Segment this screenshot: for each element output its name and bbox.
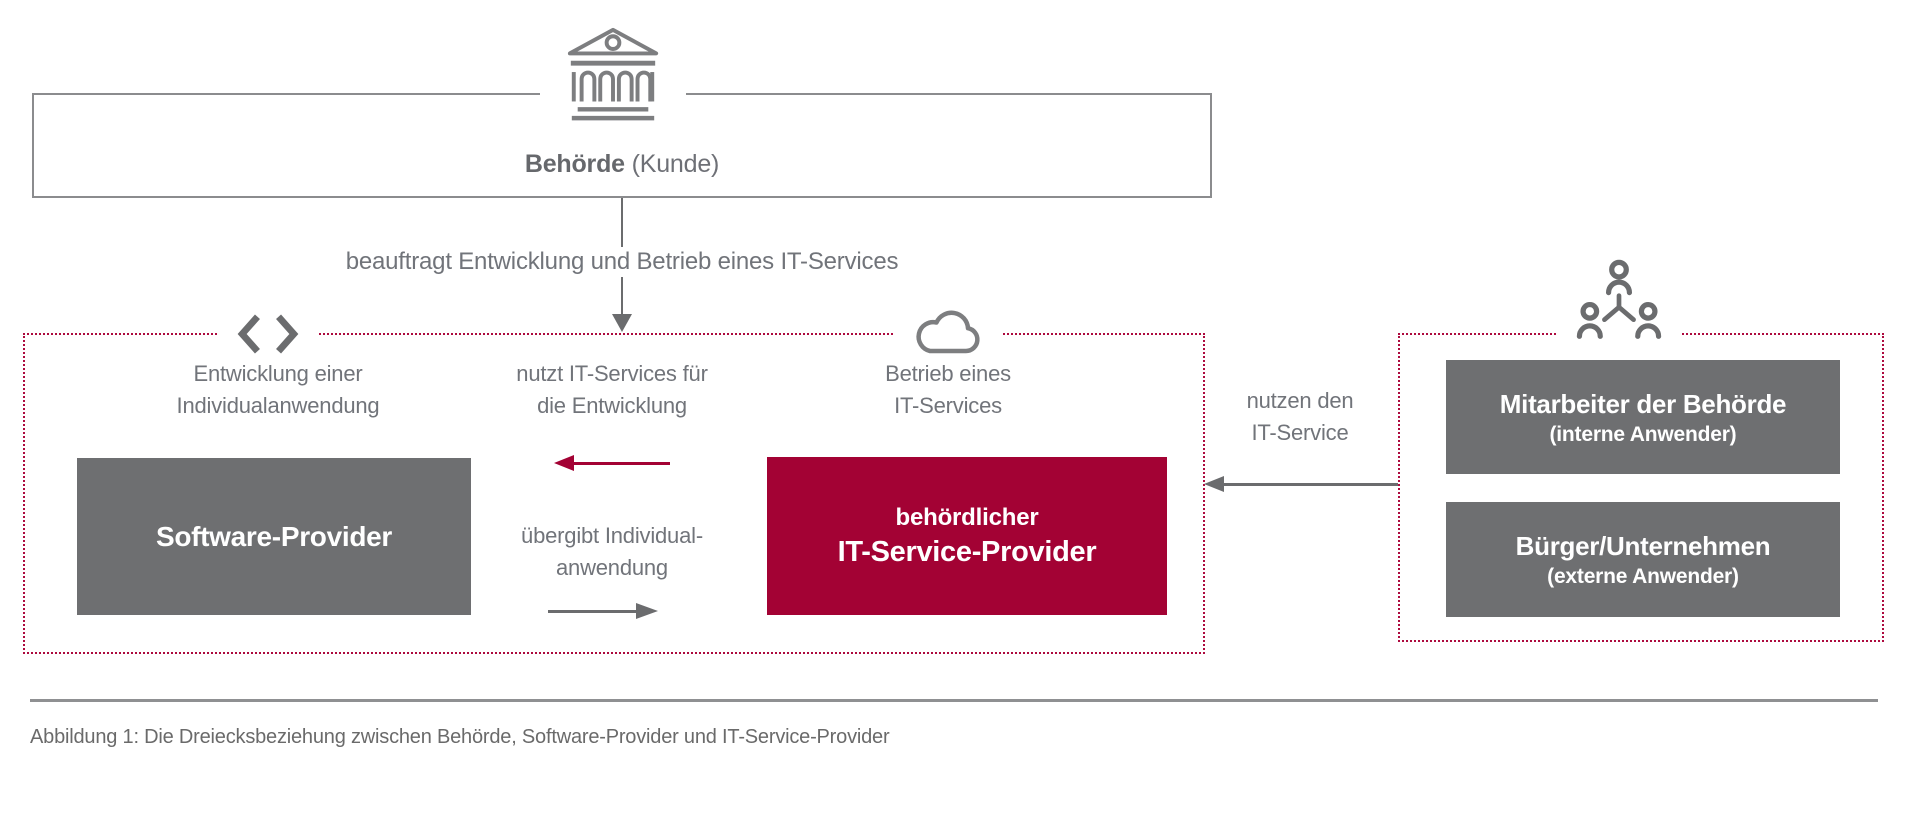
internal-users-label-line2: (interne Anwender) xyxy=(1549,422,1737,446)
customer-name: Behörde xyxy=(524,150,625,178)
mandate-arrowhead xyxy=(612,314,632,332)
handover-arrowhead xyxy=(636,603,658,619)
operation-label: Betrieb eines IT-Services xyxy=(798,358,1098,422)
handover-label-line2: anwendung xyxy=(556,555,668,580)
software-provider-label: Software-Provider xyxy=(155,520,393,552)
external-users-label-line1: Bürger/Unternehmen xyxy=(1515,531,1771,561)
uses-services-arrowhead xyxy=(554,455,574,471)
use-service-arrowhead xyxy=(1204,476,1224,492)
uses-services-arrow-shaft xyxy=(572,462,670,465)
mandate-label: beauftragt Entwicklung und Betrieb eines… xyxy=(252,247,992,277)
handover-label: übergibt Individual- anwendung xyxy=(462,520,762,584)
external-users-label-line2: (externe Anwender) xyxy=(1547,565,1739,588)
figure-caption: Abbildung 1: Die Dreiecksbeziehung zwisc… xyxy=(30,726,890,748)
internal-users-box: Mitarbeiter der Behörde (interne Anwende… xyxy=(1446,360,1840,474)
providers-zone-border xyxy=(23,333,1205,654)
use-service-label-line2: IT-Service xyxy=(1251,420,1349,445)
code-brackets-icon xyxy=(218,305,318,363)
caption-divider xyxy=(30,699,1878,702)
use-service-label: nutzen den IT-Service xyxy=(1225,385,1375,449)
cloud-icon xyxy=(895,300,1003,364)
handover-arrow-shaft xyxy=(548,610,636,613)
external-users-box: Bürger/Unternehmen (externe Anwender) xyxy=(1446,502,1840,617)
development-label: Entwicklung einer Individualanwendung xyxy=(128,358,428,422)
it-service-provider-label-line1: behördlicher xyxy=(895,504,1039,531)
customer-label: Behörde (Kunde) xyxy=(524,150,720,179)
uses-services-label-line2: die Entwicklung xyxy=(537,393,687,418)
software-provider-box: Software-Provider xyxy=(77,458,471,615)
operation-label-line1: Betrieb eines xyxy=(885,361,1011,386)
government-building-icon xyxy=(540,20,686,128)
handover-label-line1: übergibt Individual- xyxy=(521,523,703,548)
use-service-label-line1: nutzen den xyxy=(1246,388,1354,413)
customer-role: (Kunde) xyxy=(631,150,720,178)
it-service-provider-box: behördlicher IT-Service-Provider xyxy=(767,457,1167,615)
development-label-line1: Entwicklung einer xyxy=(193,361,363,386)
development-label-line2: Individualanwendung xyxy=(176,393,380,418)
use-service-arrow-shaft xyxy=(1222,483,1398,486)
it-service-provider-label-line2: IT-Service-Provider xyxy=(837,536,1097,568)
operation-label-line2: IT-Services xyxy=(894,393,1002,418)
user-group-icon xyxy=(1557,254,1681,352)
uses-services-label: nutzt IT-Services für die Entwicklung xyxy=(462,358,762,422)
internal-users-label-line1: Mitarbeiter der Behörde xyxy=(1499,388,1787,419)
uses-services-label-line1: nutzt IT-Services für xyxy=(516,361,708,386)
